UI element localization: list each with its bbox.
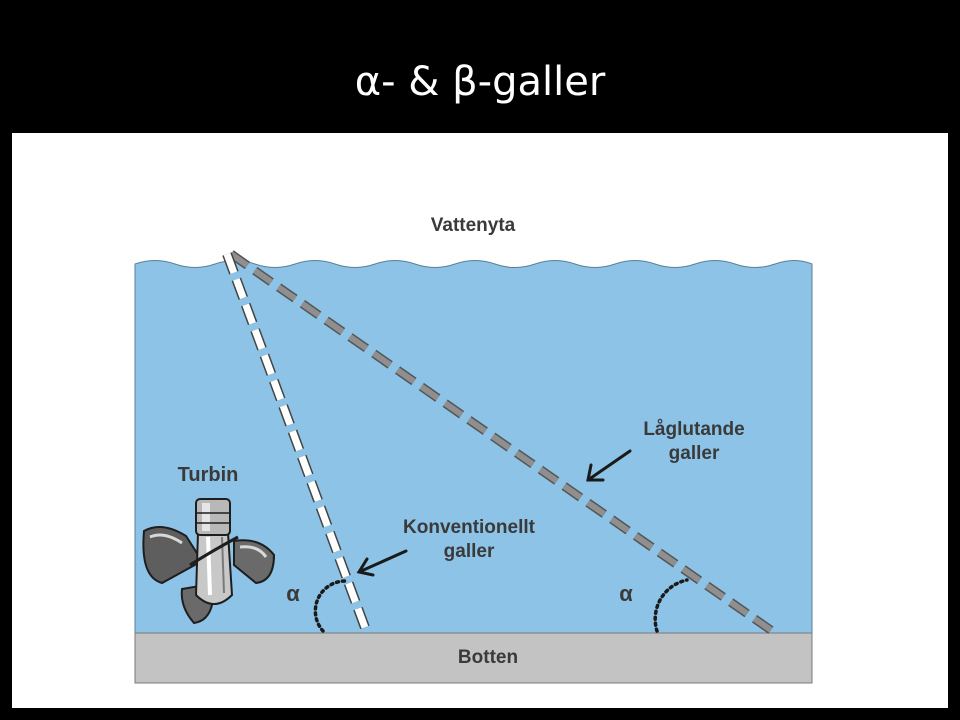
low-angle-rack bbox=[229, 251, 777, 636]
angle-symbol-conventional: α bbox=[286, 581, 300, 606]
turbine-label: Turbin bbox=[178, 464, 239, 486]
bottom-label: Botten bbox=[458, 647, 518, 668]
slide-title: α- & β-galler bbox=[354, 59, 606, 105]
angle-arc-conventional bbox=[313, 579, 347, 633]
arrow-to-low-angle-rack bbox=[586, 449, 632, 482]
conventional-rack bbox=[223, 252, 371, 635]
conventional-rack-label-line1: Konventionellt bbox=[403, 517, 536, 538]
conventional-rack-label-line2: galler bbox=[444, 541, 495, 562]
turbine-illustration bbox=[142, 498, 276, 625]
bottom-ground bbox=[134, 632, 813, 684]
trash-rack-diagram: Vattenyta Turbin Låglutande galler Konve… bbox=[134, 215, 813, 684]
surface-label: Vattenyta bbox=[431, 215, 516, 236]
low-angle-rack-label-line2: galler bbox=[669, 443, 720, 464]
diagram-panel: Vattenyta Turbin Låglutande galler Konve… bbox=[12, 133, 948, 708]
angle-symbol-low-angle: α bbox=[619, 581, 633, 606]
angle-arc-low-angle bbox=[653, 578, 689, 633]
low-angle-rack-label-line1: Låglutande bbox=[643, 419, 744, 440]
arrow-to-conventional-rack bbox=[356, 549, 408, 577]
